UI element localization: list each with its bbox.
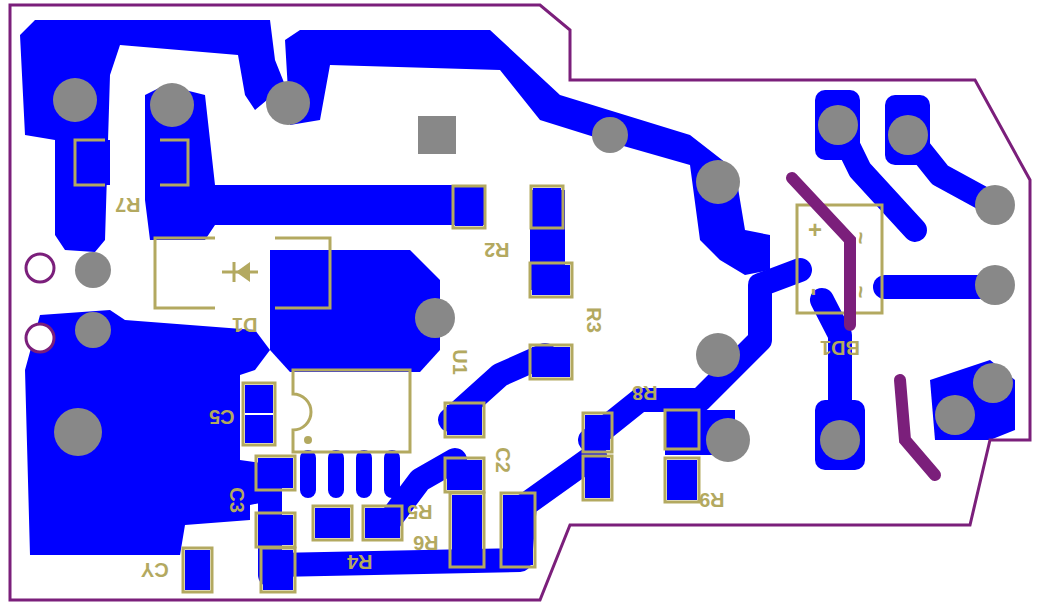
smd-pads xyxy=(78,140,697,590)
component-designator: C3 xyxy=(227,487,247,513)
component-designator: D1 xyxy=(232,315,258,335)
mounting-hole xyxy=(26,324,54,352)
component-designator: CY xyxy=(141,560,169,580)
component-designator: C5 xyxy=(209,407,235,427)
component-designator: R2 xyxy=(484,240,510,260)
component-designator: ~ xyxy=(849,286,871,299)
through-hole-pads xyxy=(53,78,1015,462)
board-outline xyxy=(10,5,1030,600)
component-designator: U1 xyxy=(450,349,470,375)
component-designator: R4 xyxy=(347,552,373,572)
purple-traces xyxy=(792,178,935,475)
component-designator: ~ xyxy=(849,232,871,245)
copper-pours xyxy=(20,20,1015,555)
component-designator: R5 xyxy=(407,502,433,522)
mounting-hole xyxy=(26,254,54,282)
component-designator: + xyxy=(808,218,822,242)
diode-symbol xyxy=(222,262,258,282)
component-designator: C2 xyxy=(493,447,513,473)
component-designator: R9 xyxy=(699,490,725,510)
component-designator: - xyxy=(803,288,827,296)
component-designator: R3 xyxy=(584,307,604,333)
copper-traces xyxy=(270,125,995,575)
pin1-dot xyxy=(304,436,312,444)
component-designator: BD1 xyxy=(820,338,860,358)
component-designator: R6 xyxy=(413,533,439,553)
component-designator: R7 xyxy=(115,195,141,215)
component-designator: R8 xyxy=(632,383,658,403)
